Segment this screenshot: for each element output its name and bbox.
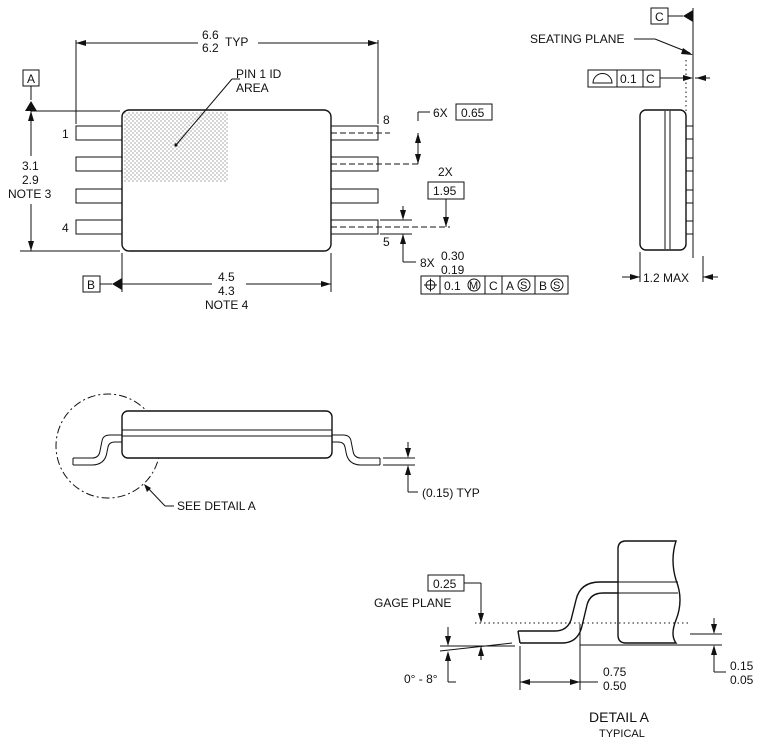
fcf-mmc-label: M [469, 280, 478, 292]
body-width-max-label: 4.5 [218, 270, 235, 284]
body-width-note-label: NOTE 4 [205, 298, 249, 312]
foot-max-label: 0.75 [603, 665, 627, 679]
detail-a: 0.25 GAGE PLANE 0° - 8° 0.75 0.50 0 [374, 540, 754, 740]
datum-a-label: A [27, 72, 35, 86]
pin1-id-area [124, 112, 228, 182]
fcf-datum-b-label: B [539, 279, 547, 293]
seating-plane-label: SEATING PLANE [530, 32, 624, 46]
flatness-tolerance-frame: 0.1 C [587, 69, 661, 88]
height-note-label: NOTE 3 [8, 187, 52, 201]
fcf-datum-c-label: C [489, 279, 498, 293]
standoff-min-label: 0.05 [730, 673, 754, 687]
flatness-ref-label: C [646, 72, 655, 86]
detail-a-subtitle: TYPICAL [599, 728, 645, 740]
datum-a-triangle-icon [25, 101, 37, 111]
top-view: PIN 1 ID AREA 1 4 8 5 6.6 6.2 TYP A 3.1 … [8, 28, 569, 312]
flatness-tol-label: 0.1 [620, 72, 637, 86]
span-count-label: 2X [438, 165, 453, 179]
fcf-datum-a-label: A [506, 279, 514, 293]
max-height-label: 1.2 MAX [643, 271, 689, 285]
lead-count-label: 8X [420, 256, 435, 270]
datum-b-triangle-icon [112, 278, 122, 290]
fcf-rfs-2-label: S [553, 280, 560, 292]
foot-min-label: 0.50 [603, 679, 627, 693]
package-body-front [121, 410, 333, 459]
detail-a-title: DETAIL A [589, 709, 650, 725]
position-tolerance-frame: 0.1 M C A S B S [420, 275, 569, 295]
pitch-value-label: 0.65 [461, 106, 485, 120]
span-value-label: 1.95 [433, 184, 457, 198]
datum-b-label: B [87, 278, 95, 292]
pin-number-4: 4 [62, 221, 69, 235]
gage-plane-label: GAGE PLANE [374, 596, 451, 610]
pin-number-8: 8 [383, 113, 390, 127]
datum-c-triangle-icon [683, 10, 693, 22]
surface-profile-icon [592, 73, 613, 84]
gage-value-label: 0.25 [433, 577, 457, 591]
left-pins [75, 125, 123, 235]
lead-max-label: 0.30 [441, 249, 465, 263]
pin1-label-1: PIN 1 ID [236, 67, 282, 81]
position-crosshair-icon [424, 278, 437, 292]
datum-c-label: C [655, 10, 664, 24]
pin1-label-2: AREA [236, 81, 269, 95]
front-view: SEE DETAIL A (0.15) TYP [55, 393, 480, 513]
height-min-label: 2.9 [22, 173, 39, 187]
right-pins [330, 125, 450, 235]
height-max-label: 3.1 [22, 159, 39, 173]
fcf-tolerance-label: 0.1 [444, 279, 461, 293]
pitch-count-label: 6X [433, 106, 448, 120]
side-view: C SEATING PLANE 0.1 C [530, 7, 718, 285]
width-typ-label: TYP [225, 35, 248, 49]
lead-min-label: 0.19 [441, 263, 465, 277]
standoff-max-label: 0.15 [730, 659, 754, 673]
width-min-label: 6.2 [202, 41, 219, 55]
pin-number-5: 5 [383, 235, 390, 249]
see-detail-label: SEE DETAIL A [177, 499, 256, 513]
lead-thickness-label: (0.15) TYP [422, 486, 480, 500]
fcf-rfs-1-label: S [520, 280, 527, 292]
width-max-label: 6.6 [202, 28, 219, 42]
body-width-min-label: 4.3 [218, 284, 235, 298]
pin-number-1: 1 [62, 127, 69, 141]
angle-label: 0° - 8° [404, 672, 438, 686]
pitch-value-box [455, 103, 493, 121]
